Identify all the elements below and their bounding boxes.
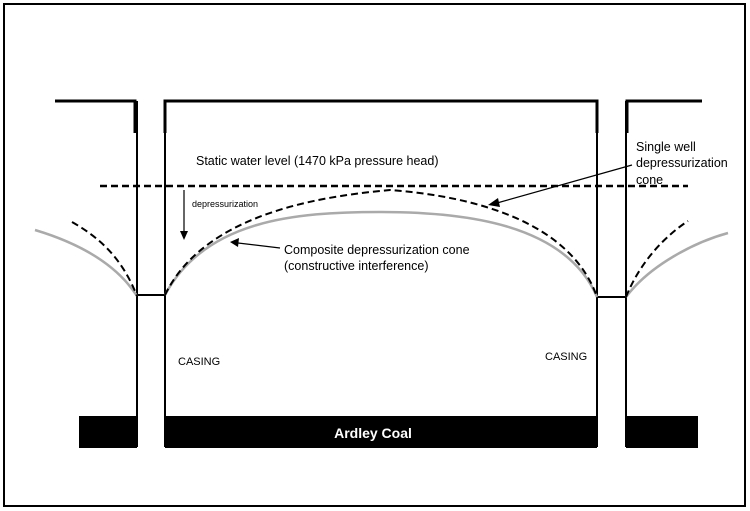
casing-label-left: CASING xyxy=(178,356,220,368)
static-water-level-label: Static water level (1470 kPa pressure he… xyxy=(196,154,439,168)
outer-frame xyxy=(3,3,746,507)
coal-seam-middle xyxy=(165,416,597,448)
single-well-arrow xyxy=(488,164,633,207)
single-well-label-line1: Single well xyxy=(636,140,696,154)
coal-label: Ardley Coal xyxy=(334,425,412,441)
coal-seam-left xyxy=(79,416,137,448)
single-well-label-line2: depressurization xyxy=(636,156,728,170)
depressurization-label: depressurization xyxy=(192,199,258,209)
composite-label-line2: (constructive interference) xyxy=(284,259,429,273)
coal-seam-right xyxy=(626,416,698,448)
depressurization-arrow xyxy=(180,190,188,240)
casing-label-right: CASING xyxy=(545,351,587,363)
composite-label-line1: Composite depressurization cone xyxy=(284,243,470,257)
single-well-cones xyxy=(71,188,689,298)
right-well-casing xyxy=(596,101,627,447)
composite-cone xyxy=(34,210,729,298)
single-well-label-line3: cone xyxy=(636,173,663,187)
ground-surface xyxy=(55,99,702,133)
composite-arrow xyxy=(230,238,281,249)
left-well-casing xyxy=(136,101,166,447)
